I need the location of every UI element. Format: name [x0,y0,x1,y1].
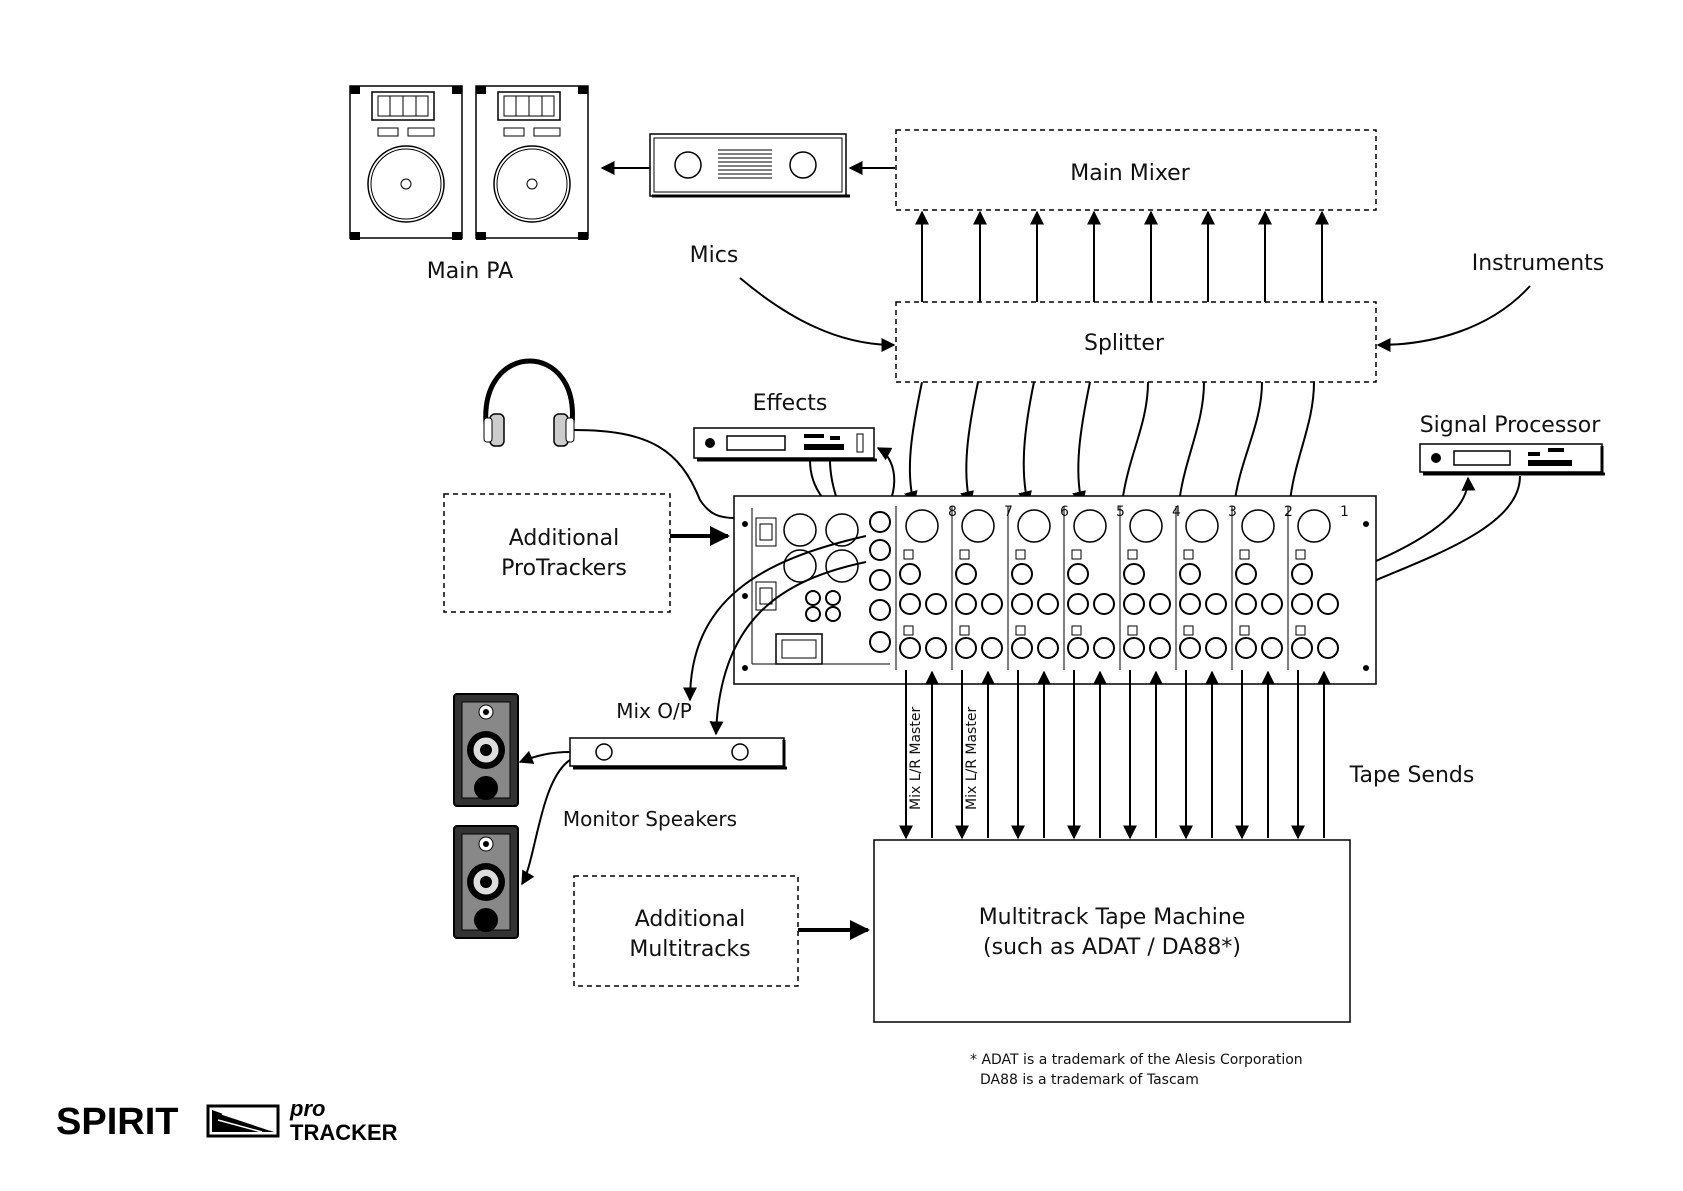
main-mixer-label: Main Mixer [1070,161,1190,186]
pa-speaker-right [475,85,589,240]
multitrack-tape-machine: Multitrack Tape Machine (such as ADAT / … [873,839,1351,1023]
mix-lr-master-label-2: Mix L/R Master [964,707,980,810]
headphones-icon [483,358,575,447]
spirit-flag-icon [206,1104,280,1138]
amp-to-monitor-bottom [521,759,571,886]
splitter-label: Splitter [1084,331,1165,356]
svg-text:Additional: Additional [509,526,619,551]
main-pa-label: Main PA [427,259,513,284]
splitter-to-mixer-arrows [915,210,1329,302]
svg-text:Additional: Additional [635,907,745,932]
effects-label: Effects [753,391,828,416]
svg-text:Multitracks: Multitracks [629,937,750,962]
tape-connections [899,670,1331,840]
svg-text:TRACKER: TRACKER [290,1120,398,1145]
channel-strip: 7 [955,504,1013,670]
spirit-protracker-logo: SPIRIT pro TRACKER [56,1096,398,1145]
mix-op-label: Mix O/P [616,699,692,723]
effects-unit [693,427,877,462]
master-section [751,506,897,670]
mics-label: Mics [690,243,739,268]
channel-strip: 4 [1123,504,1181,670]
mics-arrow [739,277,896,352]
channel-strip: 8 [899,504,957,670]
monitor-amplifier [569,737,787,770]
svg-text:DA88 is a trademark of Tascam: DA88 is a trademark of Tascam [980,1072,1199,1088]
main-pa-speakers: Main PA [349,85,589,284]
channel-strip: 5 [1067,504,1125,670]
tape-sends-label: Tape Sends [1349,763,1475,788]
svg-text:ProTrackers: ProTrackers [501,556,627,581]
svg-text:SPIRIT: SPIRIT [56,1101,178,1143]
monitor-speaker-bottom [453,825,519,939]
headphones-cable [573,429,736,519]
protracker-rear-panel: 8 7 [733,495,1377,685]
amp-to-monitor-top [518,750,571,764]
signal-processor-label: Signal Processor [1420,413,1601,438]
signal-processor-unit [1419,443,1605,476]
mix-lr-master-label-1: Mix L/R Master [908,707,924,810]
channel-strip: 6 [1011,504,1069,670]
splitter-box: Splitter [895,301,1377,383]
svg-text:(such as ADAT / DA88*): (such as ADAT / DA88*) [983,935,1241,960]
channel-strip: 3 [1179,504,1237,670]
channel-strip: 2 [1235,504,1293,670]
mix-output-wires [683,535,867,736]
channel-strips: 8 7 [899,504,1349,670]
monitor-speaker-top [453,693,519,807]
instruments-label: Instruments [1472,251,1605,276]
svg-text:1: 1 [1340,504,1349,520]
main-mixer-box: Main Mixer [895,129,1377,211]
svg-text:* ADAT is a trademark of the A: * ADAT is a trademark of the Alesis Corp… [970,1052,1303,1068]
power-amplifier [649,133,850,198]
instruments-arrow [1376,285,1531,352]
footnote: * ADAT is a trademark of the Alesis Corp… [970,1052,1303,1088]
additional-multitracks-box: Additional Multitracks [573,875,799,987]
additional-protrackers-box: Additional ProTrackers [443,493,671,613]
svg-text:Multitrack Tape Machine: Multitrack Tape Machine [979,905,1246,930]
pa-speaker-left [349,85,463,240]
monitor-speakers-label: Monitor Speakers [563,807,737,831]
channel-strip: 1 [1291,504,1349,659]
svg-text:pro: pro [289,1096,325,1121]
